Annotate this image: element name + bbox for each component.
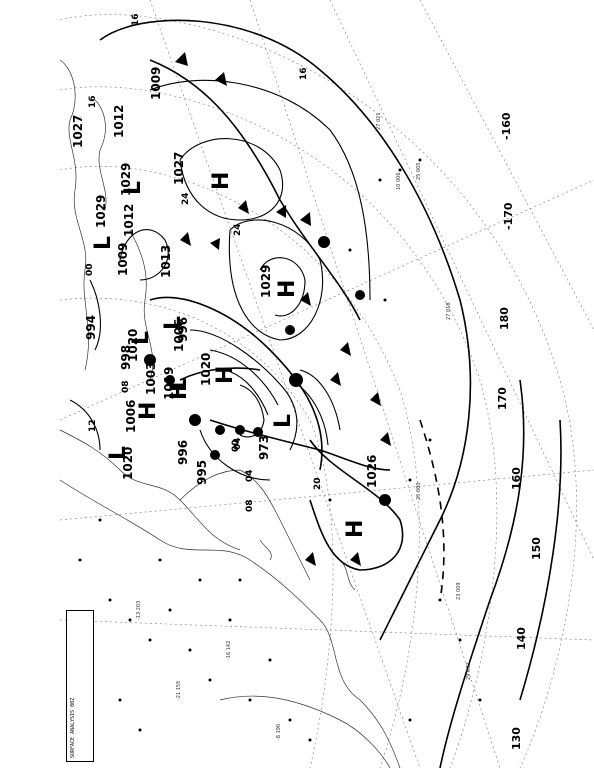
pressure-1020-a: 1020 xyxy=(126,329,140,362)
svg-text:-21 155: -21 155 xyxy=(176,681,182,700)
map-caption: SURFACE ANALYSIS 00Z xyxy=(70,697,76,758)
station-text: 27 021 10 006 25 005 27 018 23 009 29 09… xyxy=(136,113,472,741)
isobar-label-12: 12 xyxy=(88,419,98,432)
pressure-1013: 1013 xyxy=(159,245,173,278)
pressure-1029-b: 1029 xyxy=(119,163,133,196)
lon-label-140: 140 xyxy=(515,627,528,650)
pressure-1009-b: 1009 xyxy=(116,243,130,276)
map-caption-box: SURFACE ANALYSIS 00Z xyxy=(66,610,94,762)
isobar-label-16-a: 16 xyxy=(131,13,141,26)
pressure-996-a: 996 xyxy=(176,317,190,342)
lon-label-minus160: -160 xyxy=(500,112,513,140)
pressure-1026: 1026 xyxy=(365,455,379,488)
low-center-2: L xyxy=(91,236,116,250)
high-center-6: H xyxy=(343,520,368,538)
high-center-2: H xyxy=(275,280,300,298)
lon-label-170: 170 xyxy=(496,387,509,410)
map-labels: -160 -170 180 170 160 150 140 130 16 16 16 12 20 24 24… xyxy=(71,13,543,750)
pressure-1003: 1003 xyxy=(144,362,158,395)
pressure-1020-c: 1020 xyxy=(121,447,135,480)
low-center-7: L xyxy=(161,316,186,330)
isobar-label-08-a: 08 xyxy=(245,499,255,512)
pressure-973: 973 xyxy=(257,435,271,460)
isobar-label-24-a: 24 xyxy=(181,192,191,205)
isobar-label-16-b: 16 xyxy=(88,95,98,108)
pressure-998: 998 xyxy=(119,345,133,370)
lon-label-130: 130 xyxy=(510,727,523,750)
pressure-1012-b: 1012 xyxy=(122,204,136,237)
pressure-994: 994 xyxy=(84,315,98,340)
svg-text:25 005: 25 005 xyxy=(416,163,422,181)
svg-text:29 092: 29 092 xyxy=(466,663,472,681)
svg-text:10 006: 10 006 xyxy=(396,173,402,191)
pressure-1006-b: 1006 xyxy=(172,319,186,352)
svg-text:-16 142: -16 142 xyxy=(226,641,232,660)
fronts xyxy=(144,52,445,601)
station-plots xyxy=(78,158,482,742)
isobar-label-00-a: 00 xyxy=(85,263,95,276)
lon-label-minus170: -170 xyxy=(502,202,515,230)
isobar-label-16-c: 16 xyxy=(299,67,309,80)
pressure-1020-b: 1020 xyxy=(199,353,213,386)
pressure-1029-c: 1029 xyxy=(259,265,273,298)
isobar-label-24-b: 24 xyxy=(233,223,243,236)
pressure-1009-top: 1009 xyxy=(149,67,163,100)
high-center-3: H xyxy=(213,366,238,384)
svg-text:27 018: 27 018 xyxy=(446,303,452,321)
svg-text:27 021: 27 021 xyxy=(376,113,382,131)
pressure-1019: 1019 xyxy=(162,367,176,400)
pressure-1027-b: 1027 xyxy=(172,152,186,185)
pressure-996-b: 996 xyxy=(176,440,190,465)
low-center-3: L xyxy=(129,331,154,345)
coastlines xyxy=(59,59,401,768)
lon-label-160: 160 xyxy=(510,467,523,490)
isobar-label-20: 20 xyxy=(313,477,323,490)
low-center-1: L xyxy=(121,181,146,195)
high-center-5: H xyxy=(167,382,192,400)
isobars xyxy=(69,19,562,768)
isobar-label-00-b: 00 xyxy=(231,439,241,452)
isobar-label-04-b: 04 xyxy=(233,437,243,450)
isobar-label-04: 04 xyxy=(245,469,255,482)
svg-text:23 009: 23 009 xyxy=(456,583,462,601)
isobar-label-08-b: 08 xyxy=(121,380,131,393)
svg-text:-8 190: -8 190 xyxy=(276,724,282,740)
low-center-4: L xyxy=(167,378,192,392)
low-center-6: L xyxy=(106,446,131,460)
svg-text:-13 203: -13 203 xyxy=(136,601,142,620)
high-center-4: H xyxy=(136,402,161,420)
lon-label-150: 150 xyxy=(530,537,543,560)
low-center-5: L xyxy=(271,414,296,428)
pressure-1012-a: 1012 xyxy=(112,105,126,138)
pressure-1029-a: 1029 xyxy=(94,195,108,228)
pressure-1027-a: 1027 xyxy=(71,115,85,148)
high-center-1: H xyxy=(209,172,234,190)
lon-label-180: 180 xyxy=(498,307,511,330)
svg-text:25 000: 25 000 xyxy=(416,483,422,501)
graticule xyxy=(59,0,594,768)
pressure-1006-a: 1006 xyxy=(124,400,138,433)
pressure-995: 995 xyxy=(195,460,209,485)
